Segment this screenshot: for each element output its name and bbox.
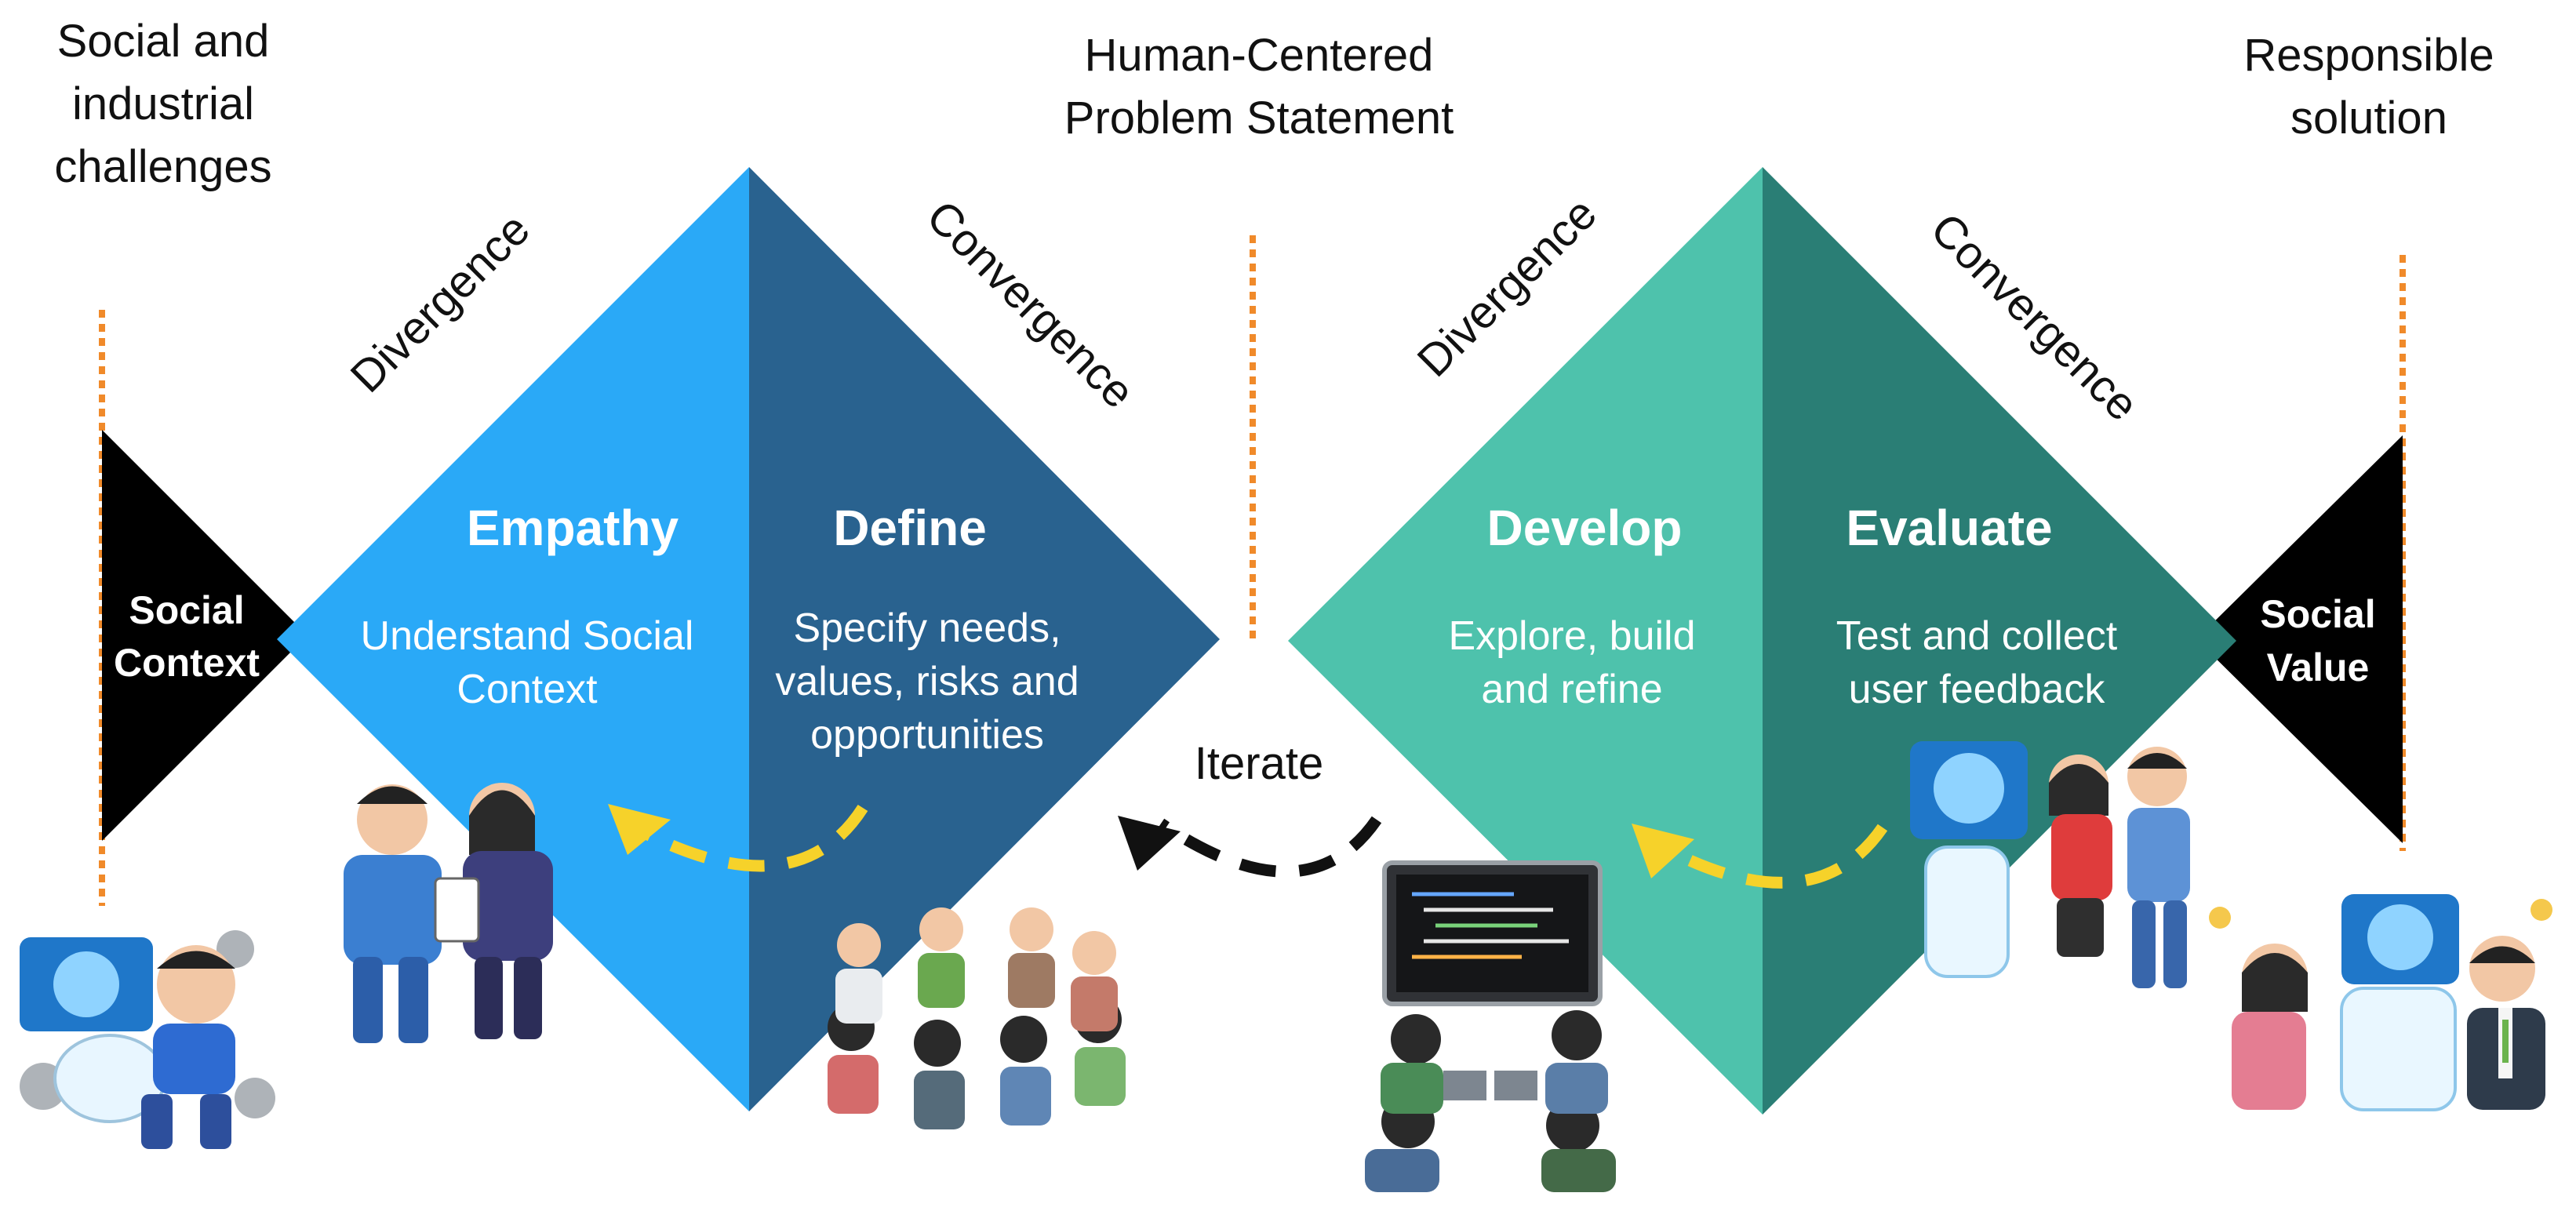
- phase-desc-empathy-line1: Understand Social: [361, 613, 694, 659]
- social-value-label-line1: Social: [2260, 592, 2375, 636]
- evaluate-half-diamond: [1763, 167, 2236, 1115]
- header-left-line3: challenges: [54, 141, 271, 192]
- phase-title-develop: Develop: [1487, 500, 1683, 556]
- header-left-line2: industrial: [72, 78, 254, 129]
- iterate-arrow-evaluate-to-develop: [1652, 824, 1888, 889]
- empathy-interview-icon: [344, 783, 553, 1043]
- phase-desc-define-line2: values, risks and: [775, 659, 1079, 704]
- empathy-half-diamond: [277, 167, 749, 1111]
- user-testing-icon: [1910, 741, 2190, 988]
- iterate-arrow-develop-to-define: [1157, 816, 1382, 878]
- happy-users-icon: [2209, 894, 2552, 1111]
- divergence-label-1: Divergence: [341, 204, 540, 402]
- social-context-triangle: [102, 430, 307, 841]
- social-context-label-line1: Social: [129, 588, 244, 632]
- phase-title-empathy: Empathy: [467, 500, 679, 556]
- developers-coding-icon: [1365, 860, 1616, 1192]
- phase-desc-define-line3: opportunities: [810, 712, 1044, 758]
- black-arrowhead: [1118, 816, 1181, 871]
- group-workshop-icon: [828, 907, 1126, 1129]
- header-left-line1: Social and: [57, 16, 270, 67]
- phase-desc-evaluate-line1: Test and collect: [1836, 613, 2118, 659]
- develop-half-diamond: [1288, 167, 1763, 1115]
- define-half-diamond: [749, 167, 1220, 1111]
- yellow-arrowhead-1: [608, 804, 671, 855]
- header-center-line2: Problem Statement: [1064, 93, 1454, 144]
- iterate-label: Iterate: [1195, 738, 1323, 789]
- phase-desc-develop-line1: Explore, build: [1448, 613, 1695, 659]
- iterate-arrow-define-to-empathy: [617, 804, 868, 872]
- social-value-triangle: [2196, 435, 2403, 843]
- social-context-label-line2: Context: [114, 641, 260, 685]
- phase-desc-define-line1: Specify needs,: [793, 606, 1061, 651]
- header-right-line2: solution: [2290, 93, 2447, 144]
- ai-robot-conflict-icon: [20, 930, 275, 1149]
- phase-desc-empathy-line2: Context: [457, 667, 598, 712]
- yellow-arrowhead-2: [1632, 824, 1694, 878]
- social-value-label-line2: Value: [2267, 646, 2370, 689]
- phase-title-define: Define: [833, 500, 987, 556]
- phase-title-evaluate: Evaluate: [1846, 500, 2052, 556]
- phase-desc-develop-line2: and refine: [1481, 667, 1662, 712]
- phase-desc-evaluate-line2: user feedback: [1849, 667, 2106, 712]
- header-center-line1: Human-Centered: [1085, 30, 1434, 81]
- header-right-line1: Responsible: [2243, 30, 2494, 81]
